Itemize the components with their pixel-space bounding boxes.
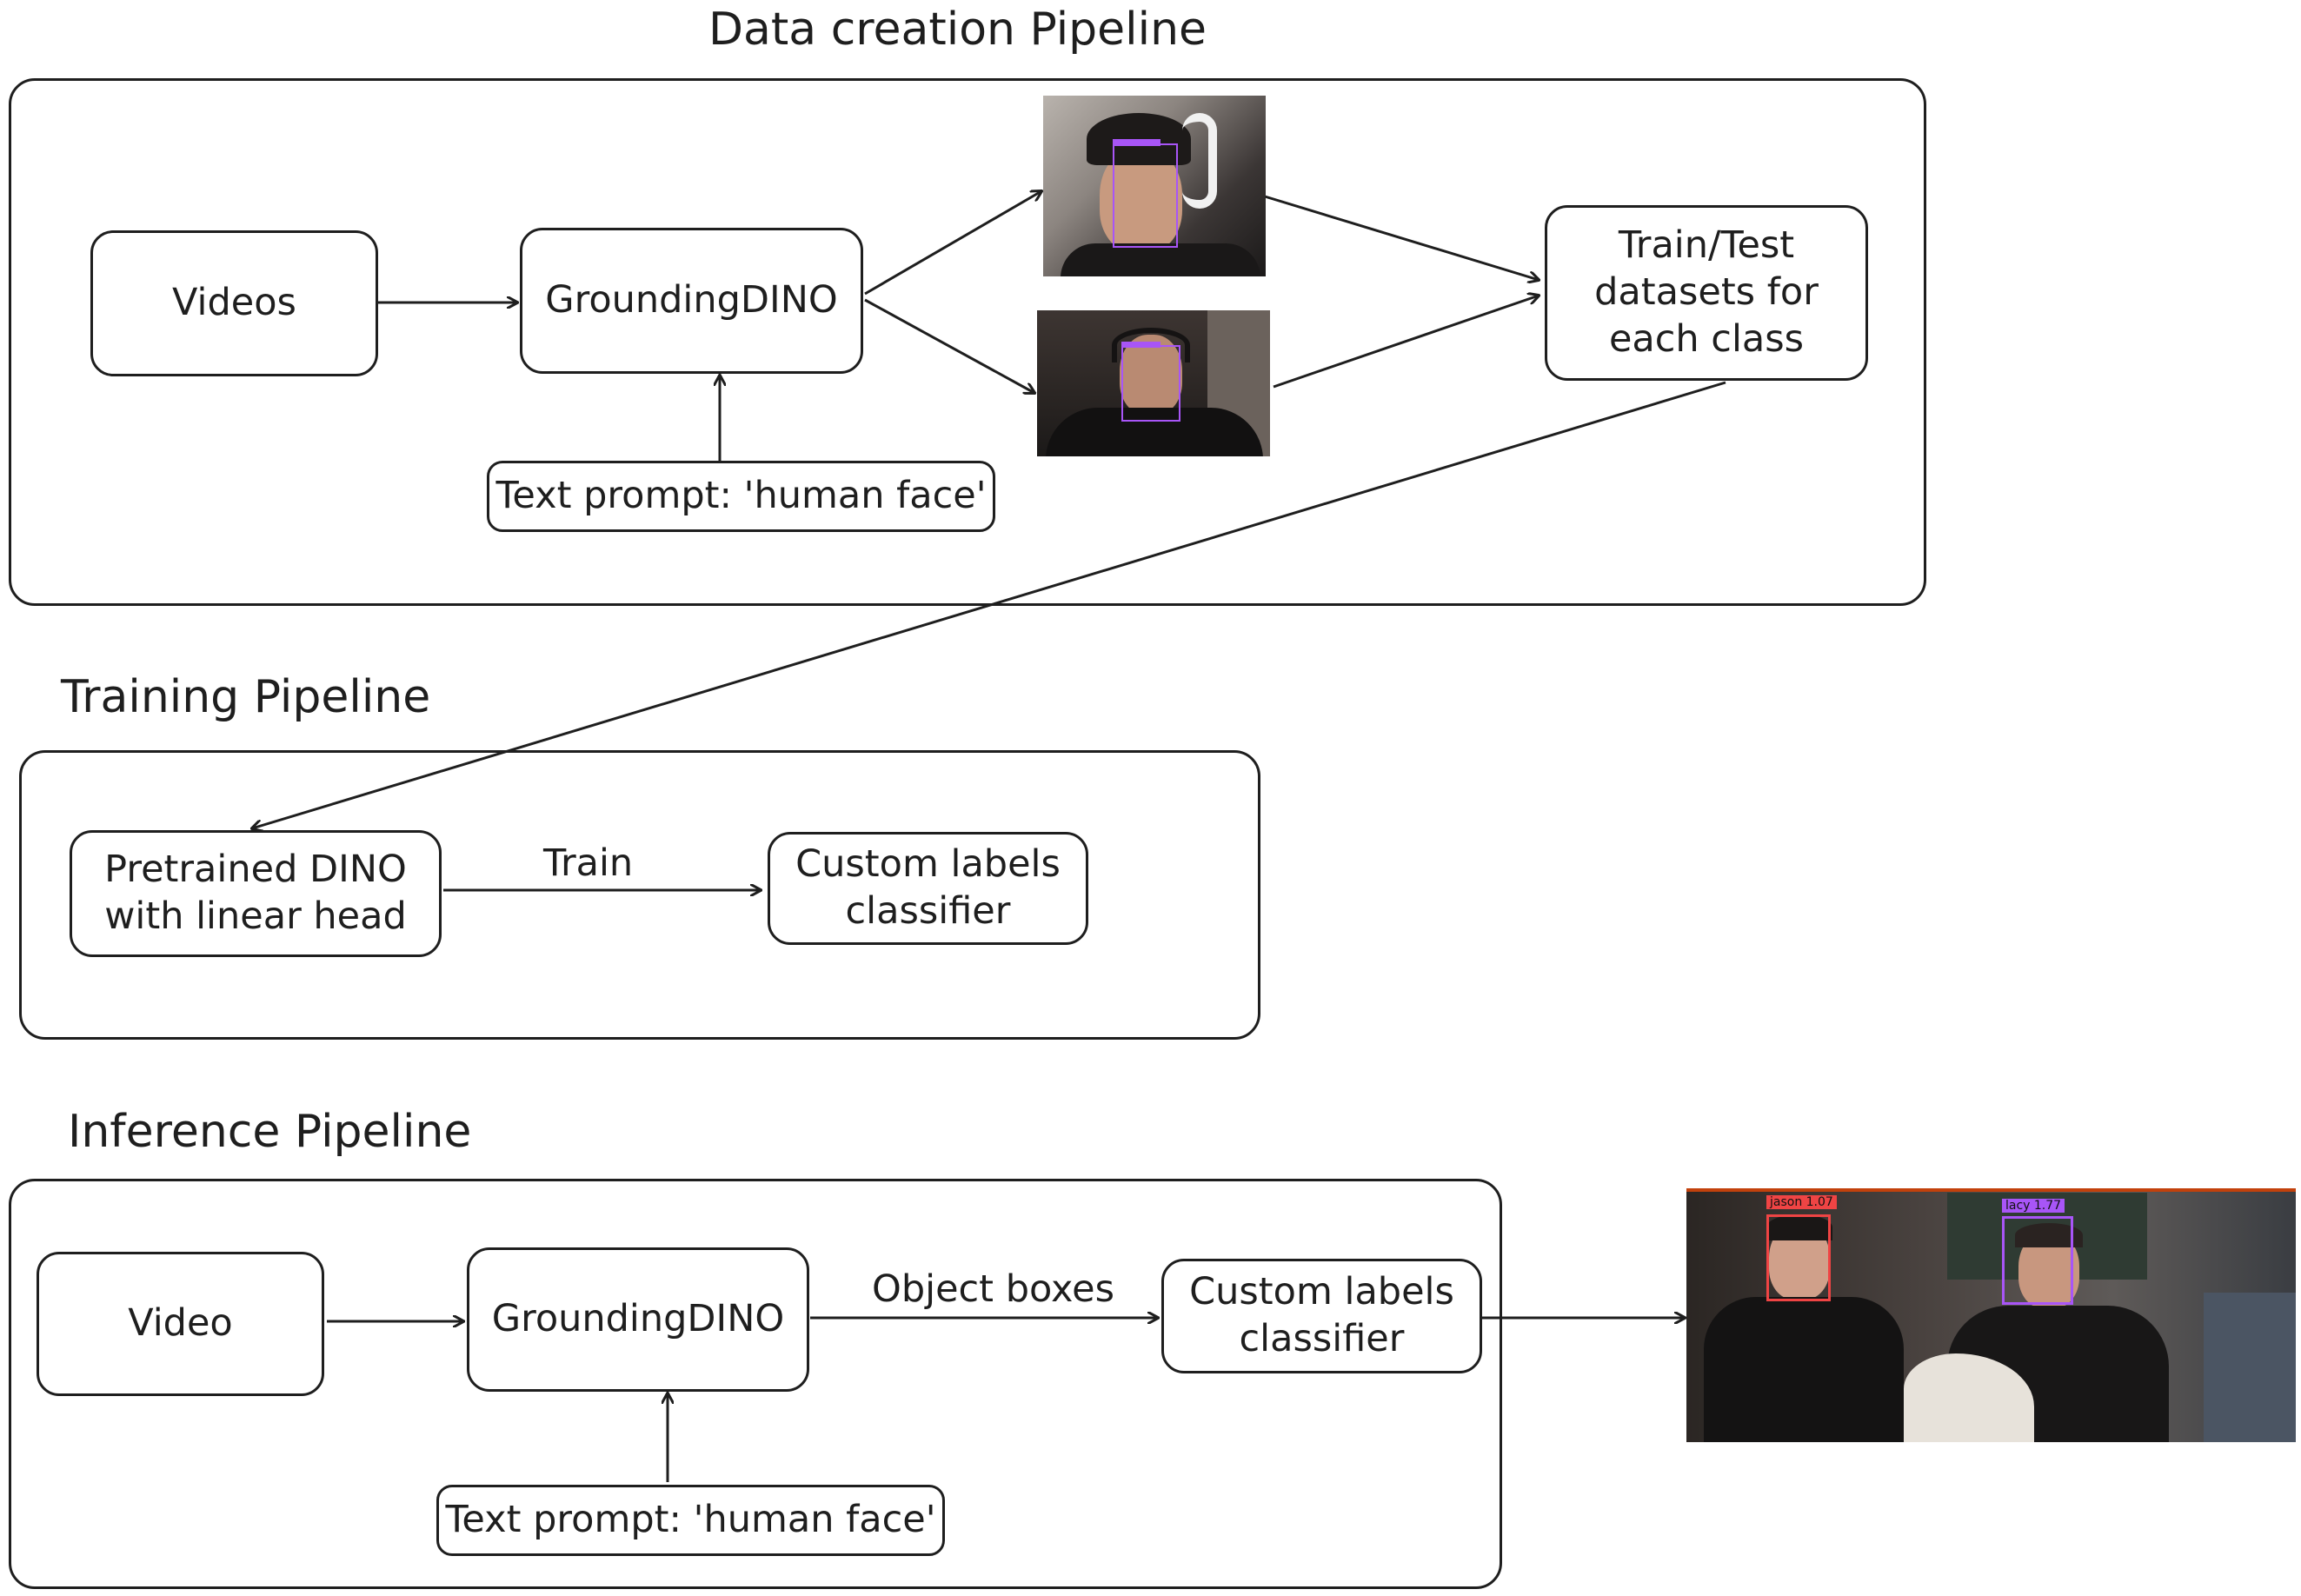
sofa-right xyxy=(2204,1293,2296,1442)
arrow-grounding-to-frame2 xyxy=(864,298,1034,393)
datasets-node[interactable]: Train/Test datasets for each class xyxy=(1545,205,1868,381)
hair-left xyxy=(1766,1214,1832,1240)
train-edge-label: Train xyxy=(543,841,634,885)
video-node[interactable]: Video xyxy=(37,1252,324,1396)
datasets-label: Train/Test datasets for each class xyxy=(1594,223,1819,361)
data-creation-title: Data creation Pipeline xyxy=(708,3,1207,56)
object-boxes-edge-label: Object boxes xyxy=(872,1267,1114,1311)
inference-text-prompt-label: Text prompt: 'human face' xyxy=(445,1498,936,1542)
detection-frame-2 xyxy=(1037,310,1270,456)
videos-label: Videos xyxy=(172,281,296,325)
inference-grounding-label: GroundingDINO xyxy=(491,1297,785,1341)
box-label-strip xyxy=(1113,139,1160,146)
inference-title: Inference Pipeline xyxy=(68,1106,472,1158)
inference-output-frame: jason 1.07 lacy 1.77 xyxy=(1686,1188,2296,1442)
face-bounding-box-jason xyxy=(1766,1214,1831,1301)
training-frame xyxy=(19,750,1260,1040)
training-classifier-label: Custom labels classifier xyxy=(795,842,1061,933)
training-title: Training Pipeline xyxy=(61,671,431,723)
shoulders-2 xyxy=(1046,408,1263,456)
output-top-line xyxy=(1686,1188,2296,1192)
inference-grounding-node[interactable]: GroundingDINO xyxy=(467,1247,809,1392)
face-bounding-box xyxy=(1121,345,1180,422)
video-label: Video xyxy=(128,1301,233,1346)
data-creation-frame xyxy=(9,78,1926,606)
grounding-dino-node[interactable]: GroundingDINO xyxy=(520,228,863,374)
training-classifier-node[interactable]: Custom labels classifier xyxy=(768,832,1088,945)
inference-classifier-label: Custom labels classifier xyxy=(1189,1270,1454,1360)
pretrained-dino-node[interactable]: Pretrained DINO with linear head xyxy=(70,830,442,957)
grounding-dino-label: GroundingDINO xyxy=(545,278,838,323)
pretrained-dino-label: Pretrained DINO with linear head xyxy=(104,848,407,938)
inference-classifier-node[interactable]: Custom labels classifier xyxy=(1161,1259,1482,1373)
videos-node[interactable]: Videos xyxy=(90,230,378,376)
text-prompt-node[interactable]: Text prompt: 'human face' xyxy=(487,461,995,532)
arrow-frame1-to-datasets xyxy=(1264,195,1539,280)
tag-lacy: lacy 1.77 xyxy=(2002,1199,2065,1213)
headphones-icon xyxy=(1112,328,1190,362)
arrow-grounding-to-frame1 xyxy=(864,191,1041,296)
arrow-frame2-to-datasets xyxy=(1273,296,1539,389)
inference-text-prompt-node[interactable]: Text prompt: 'human face' xyxy=(436,1485,945,1556)
shoulders-1 xyxy=(1061,243,1260,276)
text-prompt-label: Text prompt: 'human face' xyxy=(495,474,987,518)
shirt-left xyxy=(1704,1297,1904,1442)
face-bounding-box xyxy=(1113,143,1178,248)
headphones-icon xyxy=(1182,113,1217,209)
tag-jason: jason 1.07 xyxy=(1766,1195,1837,1209)
detection-frame-1 xyxy=(1043,96,1266,276)
face-bounding-box-lacy xyxy=(2002,1216,2073,1305)
inference-frame xyxy=(9,1179,1502,1589)
box-label-strip xyxy=(1121,342,1160,348)
